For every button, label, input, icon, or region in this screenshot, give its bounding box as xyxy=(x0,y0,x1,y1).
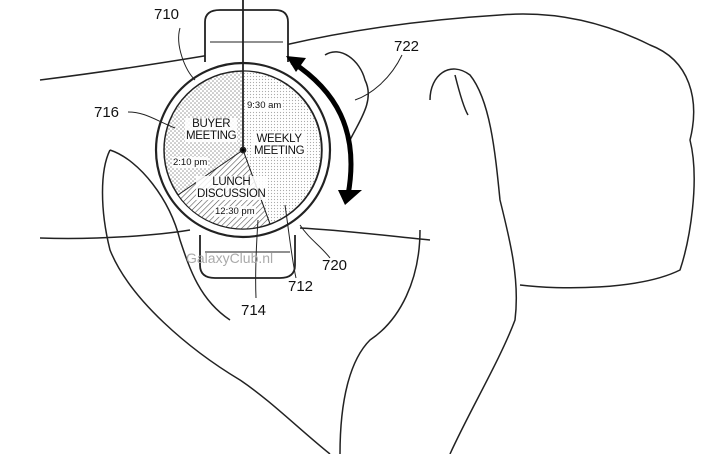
rotation-arrow xyxy=(290,59,354,196)
weekly-meeting-time: 9:30 am xyxy=(246,100,283,111)
label-712: 712 xyxy=(288,278,314,295)
buyer-meeting-time: 2:10 pm xyxy=(172,157,209,168)
label-716: 716 xyxy=(94,104,120,121)
thumb xyxy=(324,51,370,141)
lunch-discussion-time: 12:30 pm xyxy=(214,206,256,217)
index-finger xyxy=(429,68,518,454)
leader-lines xyxy=(127,27,403,299)
left-hand xyxy=(101,149,331,454)
arm-outline xyxy=(39,13,695,454)
label-714: 714 xyxy=(241,302,267,319)
label-710: 710 xyxy=(154,6,180,23)
label-722: 722 xyxy=(394,38,420,55)
watermark: GalaxyClub.nl xyxy=(186,250,274,266)
label-720: 720 xyxy=(322,257,348,274)
